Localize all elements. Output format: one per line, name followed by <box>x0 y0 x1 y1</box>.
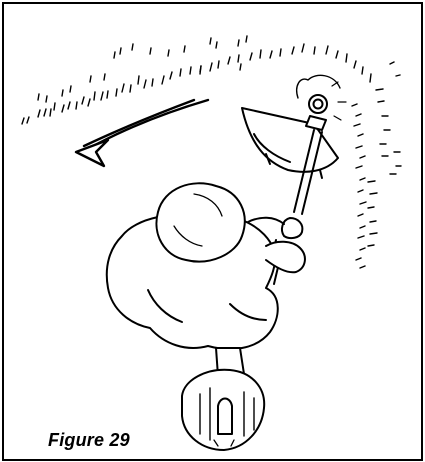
operator-head <box>156 183 244 261</box>
direction-arrow <box>76 100 208 166</box>
engine-housing <box>182 348 264 450</box>
illustration <box>4 4 421 459</box>
figure-caption: Figure 29 <box>48 430 130 451</box>
trimmer-head <box>242 75 346 178</box>
